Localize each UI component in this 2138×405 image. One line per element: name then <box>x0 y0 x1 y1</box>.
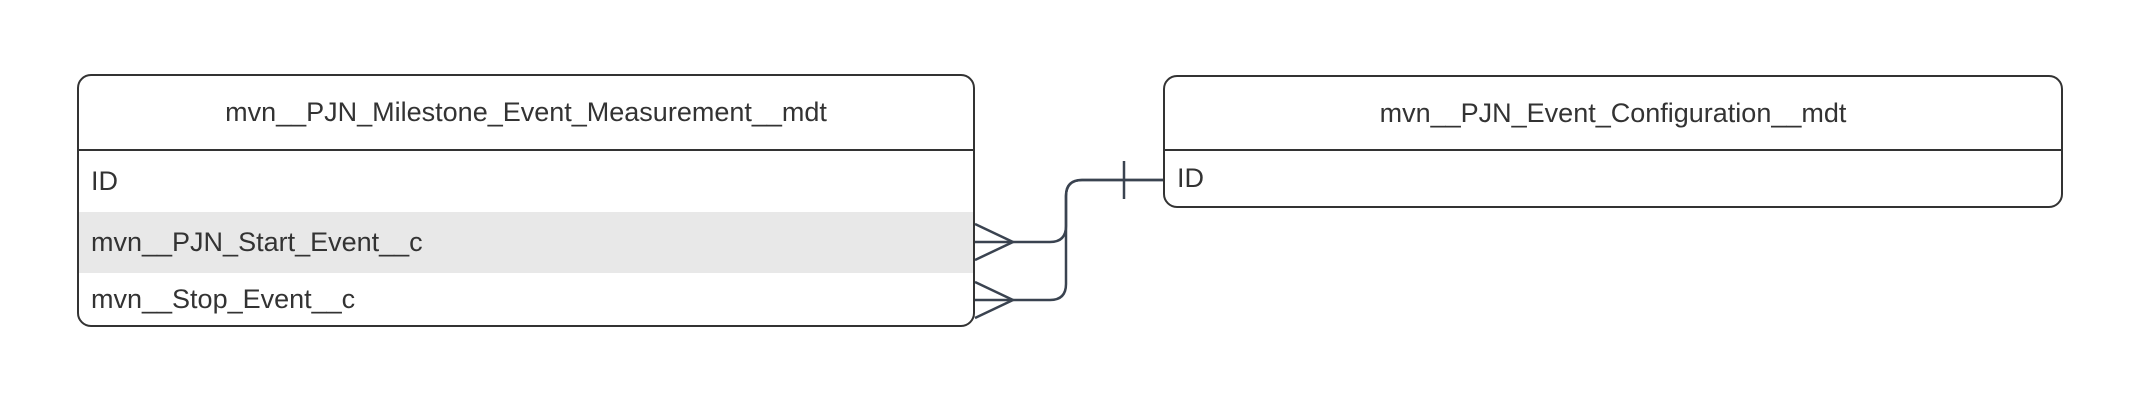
field-label: ID <box>1177 163 1204 193</box>
relationship-line[interactable] <box>975 178 1164 302</box>
field-label: ID <box>91 166 118 196</box>
crow-foot-many-icon <box>974 222 1014 262</box>
relationship-stop-event-to-id[interactable] <box>974 178 1164 320</box>
field-row-id[interactable]: ID <box>1165 151 2061 206</box>
field-row-start-event[interactable]: mvn__PJN_Start_Event__c <box>79 212 973 273</box>
field-row-id[interactable]: ID <box>79 151 973 212</box>
relationship-start-event-to-id[interactable] <box>974 178 1164 262</box>
field-label: mvn__Stop_Event__c <box>91 283 356 314</box>
crow-foot-many-icon <box>974 280 1014 320</box>
field-label: mvn__PJN_Start_Event__c <box>91 227 423 257</box>
entity-title: mvn__PJN_Milestone_Event_Measurement__md… <box>79 76 973 151</box>
entity-title: mvn__PJN_Event_Configuration__mdt <box>1165 77 2061 151</box>
relationship-line[interactable] <box>975 178 1164 244</box>
field-row-stop-event[interactable]: mvn__Stop_Event__c <box>79 273 973 325</box>
entity-event-configuration[interactable]: mvn__PJN_Event_Configuration__mdt ID <box>1163 75 2063 208</box>
entity-milestone-event-measurement[interactable]: mvn__PJN_Milestone_Event_Measurement__md… <box>77 74 975 327</box>
